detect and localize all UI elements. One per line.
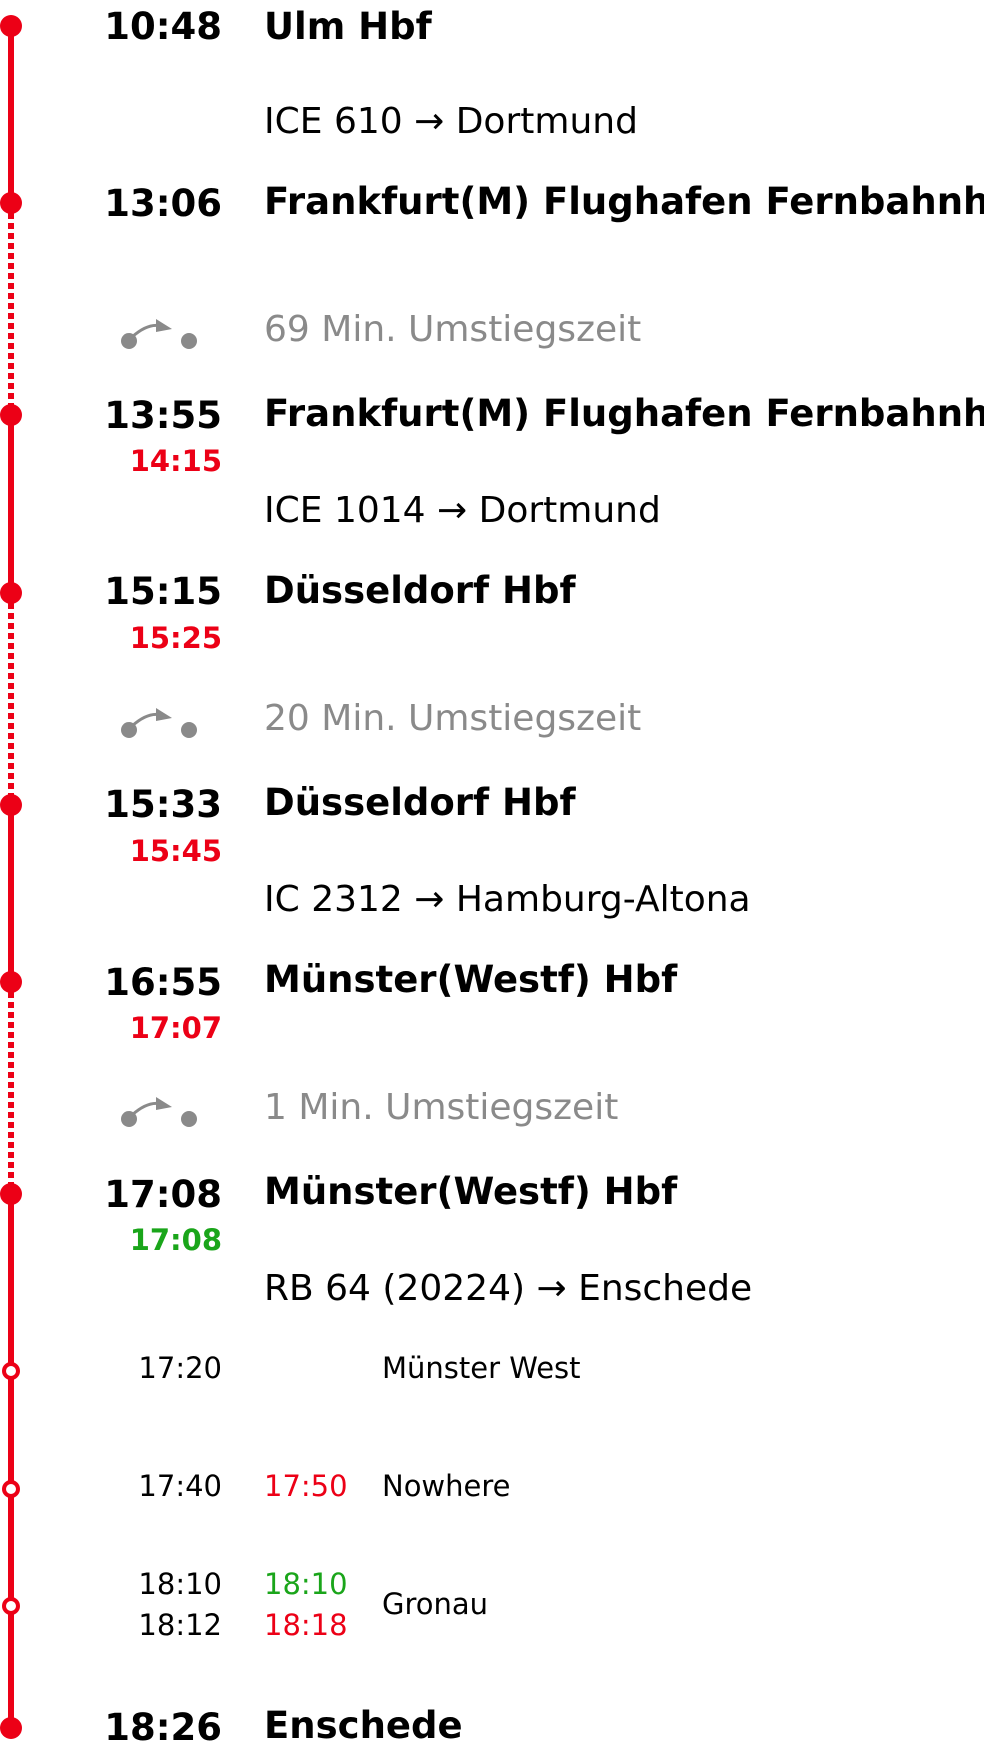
intermediate-arrival-time: 18:10 [138,1567,222,1601]
departure-station[interactable]: Düsseldorf Hbf [264,781,576,824]
train-info[interactable]: ICE 1014 → Dortmund [264,490,661,531]
intermediate-stop-name[interactable]: Gronau [382,1587,489,1621]
intermediate-stop-name[interactable]: Münster West [382,1351,581,1385]
arrival-station[interactable]: Frankfurt(M) Flughafen Fernbahnhof [264,180,984,223]
arrival-station[interactable]: Düsseldorf Hbf [264,569,576,612]
departure-time: 17:08 [104,1173,222,1216]
arrival-realtime: 17:07 [129,1011,222,1045]
stop-dot [0,1717,22,1739]
transfer-duration: 69 Min. Umstiegszeit [264,309,642,350]
transfer-duration: 1 Min. Umstiegszeit [264,1087,619,1128]
journey-timeline [0,15,22,1739]
arrival-time: 13:06 [104,182,222,225]
arrival-time: 18:26 [104,1706,222,1749]
departure-realtime: 14:15 [129,444,222,478]
arrival-station[interactable]: Enschede [264,1704,463,1747]
stop-dot [0,794,22,816]
train-info[interactable]: RB 64 (20224) → Enschede [264,1268,753,1309]
intermediate-arrival-time: 17:40 [138,1469,222,1503]
intermediate-stop-ring [2,1597,20,1615]
arrival-station[interactable]: Münster(Westf) Hbf [264,958,678,1001]
transfer-duration: 20 Min. Umstiegszeit [264,698,642,739]
transfer-icon [121,319,197,349]
transfer-icon [121,708,197,738]
departure-time: 13:55 [104,394,222,437]
arrival-time: 15:15 [104,570,222,613]
departure-realtime: 15:45 [129,834,222,868]
intermediate-arrival-realtime: 17:50 [264,1469,348,1503]
stop-dot [0,404,22,426]
departure-station[interactable]: Ulm Hbf [264,5,432,48]
arrival-time: 16:55 [104,961,222,1004]
intermediate-stop-ring [2,1480,20,1498]
intermediate-departure-time: 18:12 [138,1608,222,1642]
stop-dot [0,1183,22,1205]
transfer-icon [121,1097,197,1127]
departure-realtime: 17:08 [129,1223,222,1257]
stop-dot [0,192,22,214]
departure-time: 15:33 [104,783,222,826]
intermediate-stop-name[interactable]: Nowhere [382,1469,511,1503]
arrival-realtime: 15:25 [129,621,222,655]
intermediate-arrival-time: 17:20 [138,1351,222,1385]
stop-dot [0,15,22,37]
departure-station[interactable]: Münster(Westf) Hbf [264,1170,678,1213]
intermediate-arrival-realtime: 18:10 [264,1567,348,1601]
departure-time: 10:48 [104,5,222,48]
stop-dot [0,582,22,604]
intermediate-stop-ring [2,1362,20,1380]
train-info[interactable]: ICE 610 → Dortmund [264,101,638,142]
departure-station[interactable]: Frankfurt(M) Flughafen Fernbahnhof [264,392,984,435]
train-info[interactable]: IC 2312 → Hamburg-Altona [264,879,751,920]
stop-dot [0,971,22,993]
intermediate-departure-realtime: 18:18 [264,1608,348,1642]
